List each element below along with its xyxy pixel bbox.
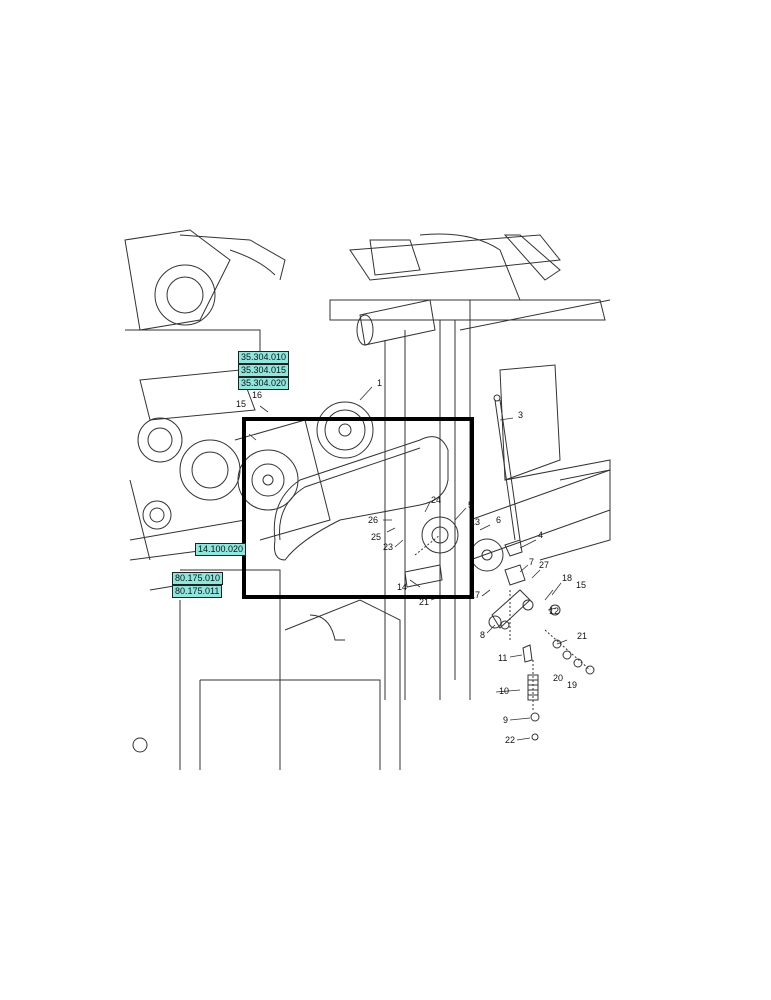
part-callout-23: 23	[383, 542, 394, 552]
part-callout-24: 24	[431, 495, 442, 505]
part-callout-5: 5	[468, 500, 474, 510]
part-callout-4: 4	[538, 530, 544, 540]
part-callout-8: 8	[480, 630, 486, 640]
part-callout-10: 10	[499, 686, 510, 696]
part-callout-26: 26	[368, 515, 379, 525]
part-callout-1: 1	[377, 378, 383, 388]
ref-link-35-304-020[interactable]: 35.304.020	[238, 377, 290, 390]
ref-link-35-304-010[interactable]: 35.304.010	[238, 351, 290, 364]
ref-link-14-100-020[interactable]: 14.100.020	[195, 543, 247, 556]
part-callout-27: 27	[539, 560, 550, 570]
part-callout-12: 12	[549, 606, 560, 616]
part-callout-9: 9	[503, 715, 509, 725]
part-callout-18: 18	[562, 573, 573, 583]
part-callout-14: 14	[397, 582, 408, 592]
part-callout-13: 13	[470, 517, 481, 527]
part-callout-20: 20	[553, 673, 564, 683]
part-callout-15-lower: 15	[576, 580, 587, 590]
ref-link-80-175-011[interactable]: 80.175.011	[172, 585, 223, 598]
part-callout-7: 7	[529, 557, 535, 567]
part-callout-15-upper: 15	[236, 399, 247, 409]
ref-link-35-304-015[interactable]: 35.304.015	[238, 364, 290, 377]
ref-link-80-175-010[interactable]: 80.175.010	[172, 572, 224, 585]
part-callout-19: 19	[567, 680, 578, 690]
part-callout-3: 3	[518, 410, 524, 420]
part-callout-25: 25	[371, 532, 382, 542]
part-callout-21-left: 21	[419, 597, 430, 607]
part-callout-21-right: 21	[577, 631, 588, 641]
part-callout-22: 22	[505, 735, 516, 745]
part-callout-17: 17	[470, 590, 481, 600]
part-callout-11: 11	[498, 653, 508, 663]
part-callout-16: 16	[252, 390, 263, 400]
part-callout-6: 6	[496, 515, 502, 525]
